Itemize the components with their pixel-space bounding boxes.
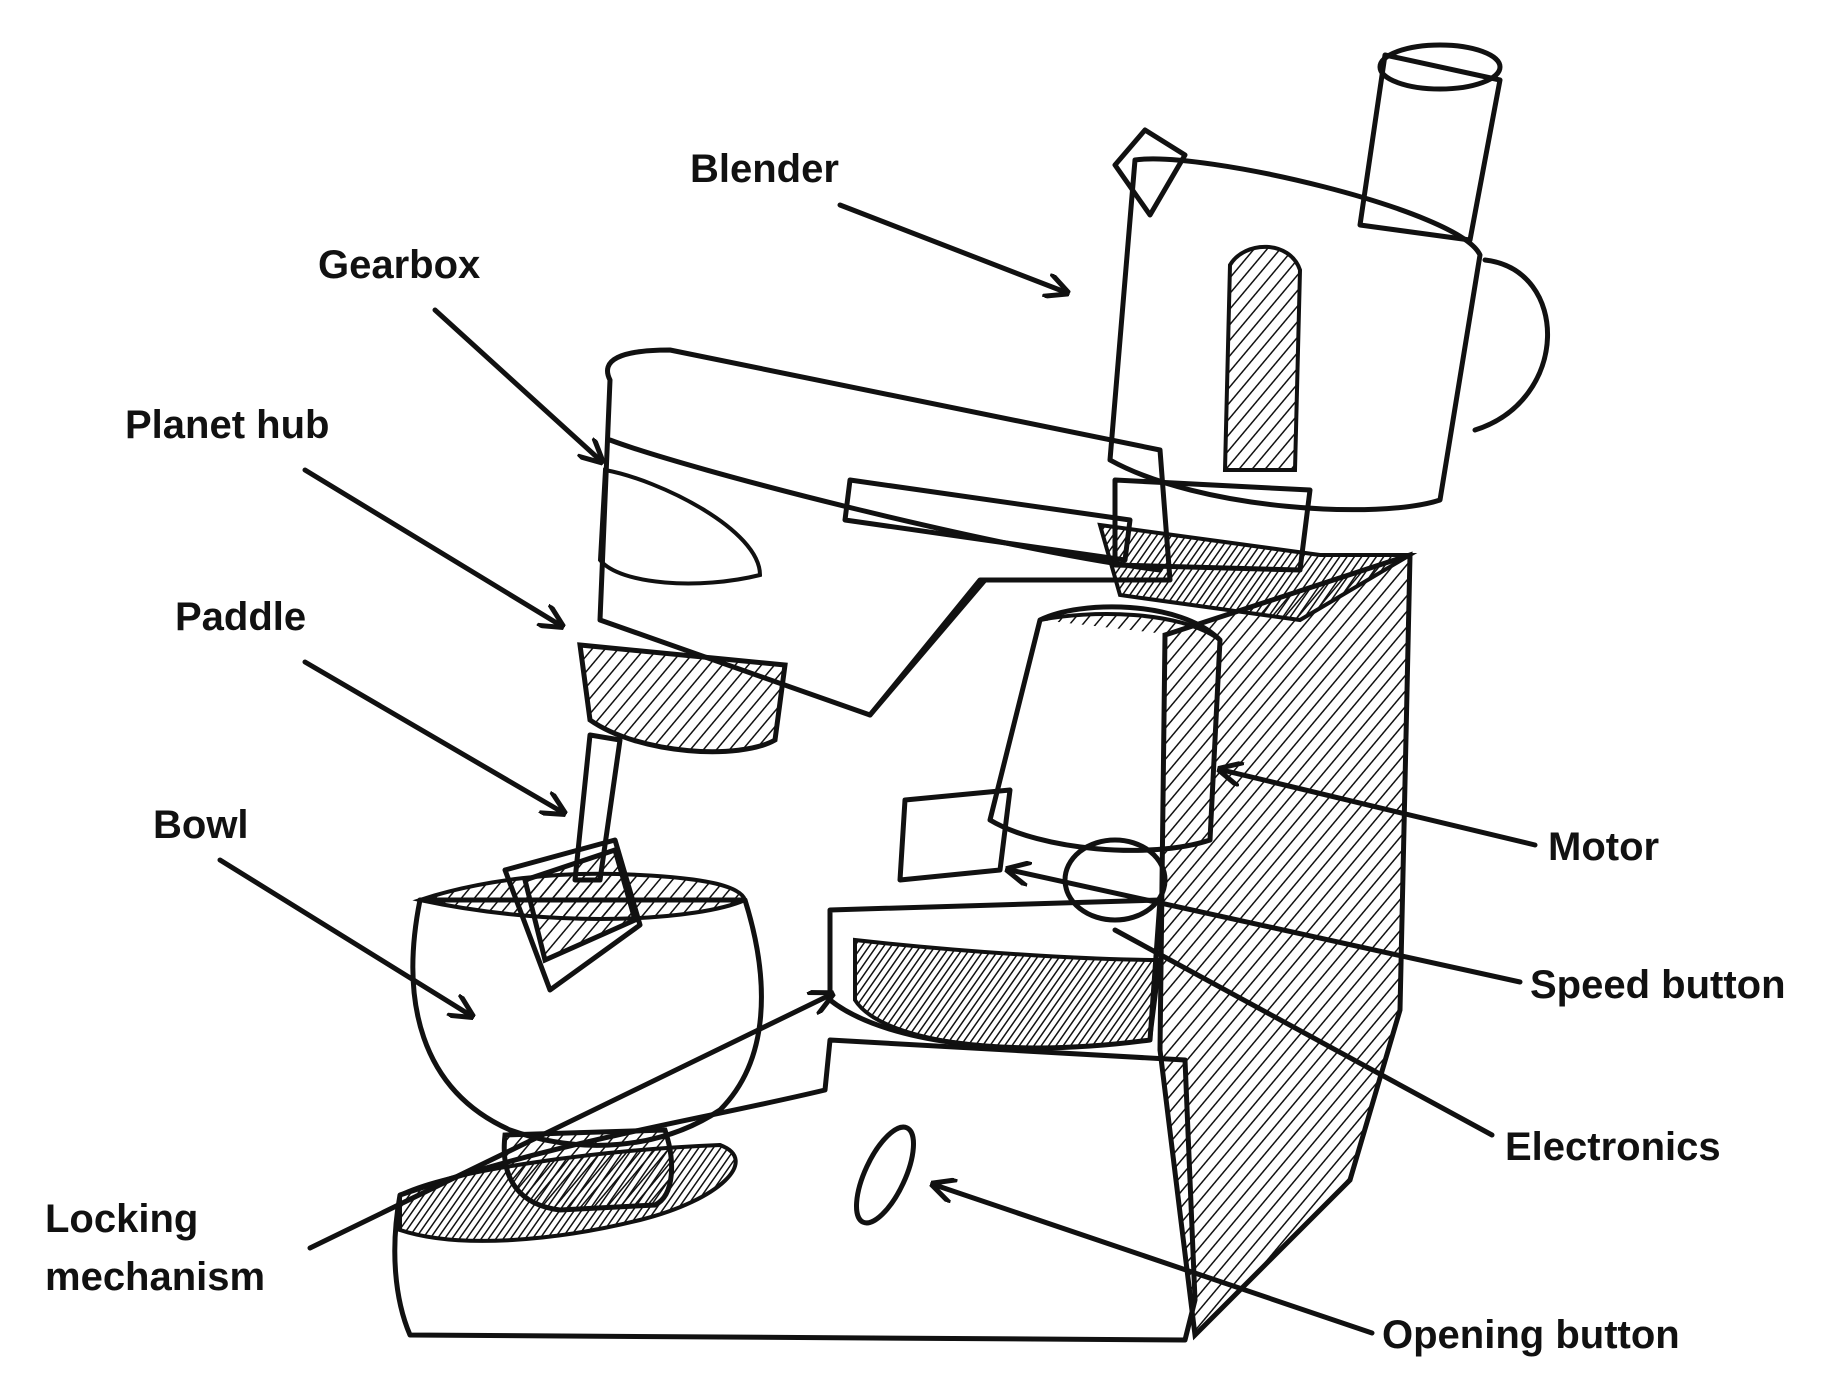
arrow-bowl — [217, 857, 470, 1015]
arrow-gearbox — [432, 307, 600, 460]
column — [1157, 551, 1413, 1341]
label-bowl: Bowl — [153, 803, 249, 847]
label-speed-button: Speed button — [1530, 963, 1786, 1007]
paddle — [502, 732, 643, 993]
arrow-opening-button — [935, 1185, 1375, 1336]
arrow-planet-hub — [302, 467, 560, 625]
arrow-electronics — [1112, 927, 1495, 1138]
label-blender: Blender — [690, 147, 839, 191]
blender — [842, 42, 1550, 623]
arrows — [217, 202, 1538, 1336]
label-locking-line1: Locking — [45, 1197, 198, 1241]
electronics-housing — [827, 787, 1163, 1051]
label-planet-hub: Planet hub — [125, 403, 329, 447]
label-motor: Motor — [1548, 825, 1659, 869]
mixer-head — [577, 347, 1173, 755]
arrow-blender — [837, 202, 1065, 292]
opening-button — [854, 1124, 916, 1226]
label-electronics: Electronics — [1505, 1125, 1721, 1169]
label-gearbox: Gearbox — [318, 243, 480, 287]
label-locking-line2: mechanism — [45, 1255, 265, 1299]
labels: Blender Gearbox Planet hub Paddle Bowl L… — [45, 147, 1786, 1357]
label-paddle: Paddle — [175, 595, 306, 639]
arrow-speed-button — [1010, 870, 1523, 985]
arrow-motor — [1222, 770, 1538, 848]
motor — [987, 604, 1223, 853]
label-opening-button: Opening button — [1382, 1313, 1680, 1357]
arrow-paddle — [302, 659, 562, 812]
arrow-locking — [307, 995, 830, 1251]
